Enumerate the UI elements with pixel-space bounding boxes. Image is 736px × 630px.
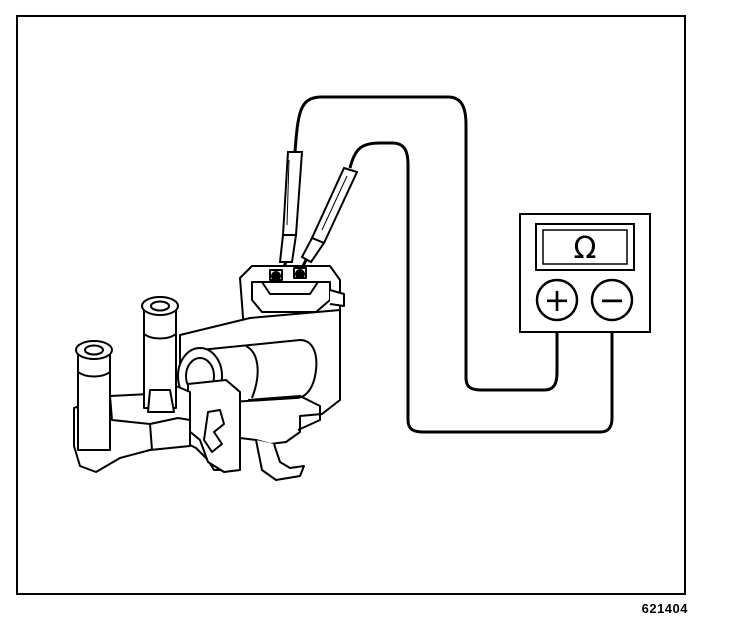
solenoid-valve-assembly xyxy=(73,265,345,481)
negative-symbol-label: − xyxy=(599,281,626,319)
probe-left xyxy=(277,151,304,279)
positive-symbol-label: + xyxy=(544,281,571,319)
positive-terminal xyxy=(535,278,579,322)
ohmmeter xyxy=(519,213,651,333)
positive-lead-wire xyxy=(293,95,559,392)
negative-lead-wire xyxy=(348,141,614,434)
ohm-symbol-label: Ω xyxy=(574,231,597,266)
figure-frame xyxy=(16,15,686,595)
test-lead-wires xyxy=(293,95,614,434)
probe-right xyxy=(296,166,359,277)
vacuum-port-left xyxy=(77,349,111,451)
figure-id-label: 621404 xyxy=(641,601,688,616)
negative-terminal xyxy=(590,278,634,322)
